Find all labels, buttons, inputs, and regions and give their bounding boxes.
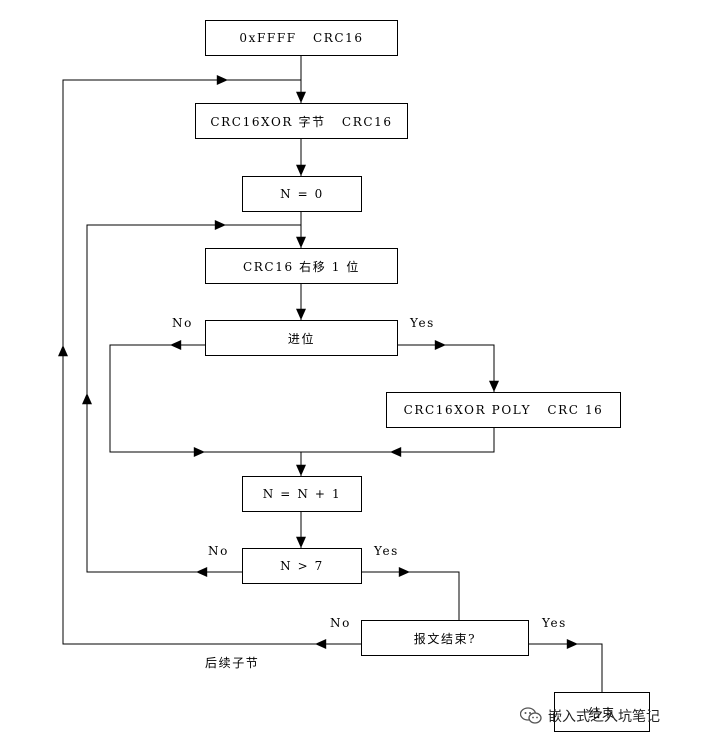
node-xor-poly: CRC16XOR POLY CRC 16 [386,392,621,428]
node-msg-end: 报文结束? [361,620,529,656]
arrow-msg-no [315,639,327,649]
node-init: 0xFFFF CRC16 [205,20,398,56]
arrow-shift-to-carry [296,308,306,320]
label-msg-no: No [330,616,351,630]
label-carry-no: No [172,316,193,330]
label-carry-yes: Yes [410,316,435,330]
arrow-nzero-to-shift [296,236,306,248]
arrow-carry-no [170,340,182,350]
arrow-ngt7-no-in [214,220,226,230]
label-next-byte: 后续子节 [205,656,260,670]
arrow-carry-no-merge [193,447,205,457]
line-msg-yes [529,643,603,692]
arrow-ngt7-yes [398,567,410,577]
node-n-gt7: N > 7 [242,548,362,584]
node-xor-byte: CRC16XOR 字节 CRC16 [195,103,408,139]
arrow-carry-yes-down [489,380,499,392]
node-n-inc: N = N + 1 [242,476,362,512]
arrow-msg-no-up [58,345,68,357]
node-n-zero: N = 0 [242,176,362,212]
label-msg-yes: Yes [542,616,567,630]
line-ngt7-yes [362,571,460,620]
arrow-msg-no-in [216,75,228,85]
line-carry-no [109,344,301,453]
arrow-ninc-to-ngt7 [296,536,306,548]
arrow-init-to-xor [296,91,306,103]
label-ngt7-no: No [208,544,229,558]
arrow-xorpoly-merge [390,447,402,457]
arrow-carry-yes [434,340,446,350]
node-shift: CRC16 右移 1 位 [205,248,398,284]
arrow-ngt7-no [196,567,208,577]
line-carry-yes [398,344,495,392]
arrow-xor-to-nzero [296,164,306,176]
arrow-ngt7-no-up [82,393,92,405]
arrow-msg-yes [566,639,578,649]
node-carry: 进位 [205,320,398,356]
watermark: 嵌入式之入坑笔记 [520,706,660,726]
line-xorpoly-to-merge [301,428,495,453]
line-msg-no [62,79,361,645]
arrow-merge-to-ninc [296,464,306,476]
wechat-icon [520,707,542,724]
node-end: 结束 [554,692,650,732]
label-ngt7-yes: Yes [374,544,399,558]
watermark-text: 嵌入式之入坑笔记 [548,709,660,725]
